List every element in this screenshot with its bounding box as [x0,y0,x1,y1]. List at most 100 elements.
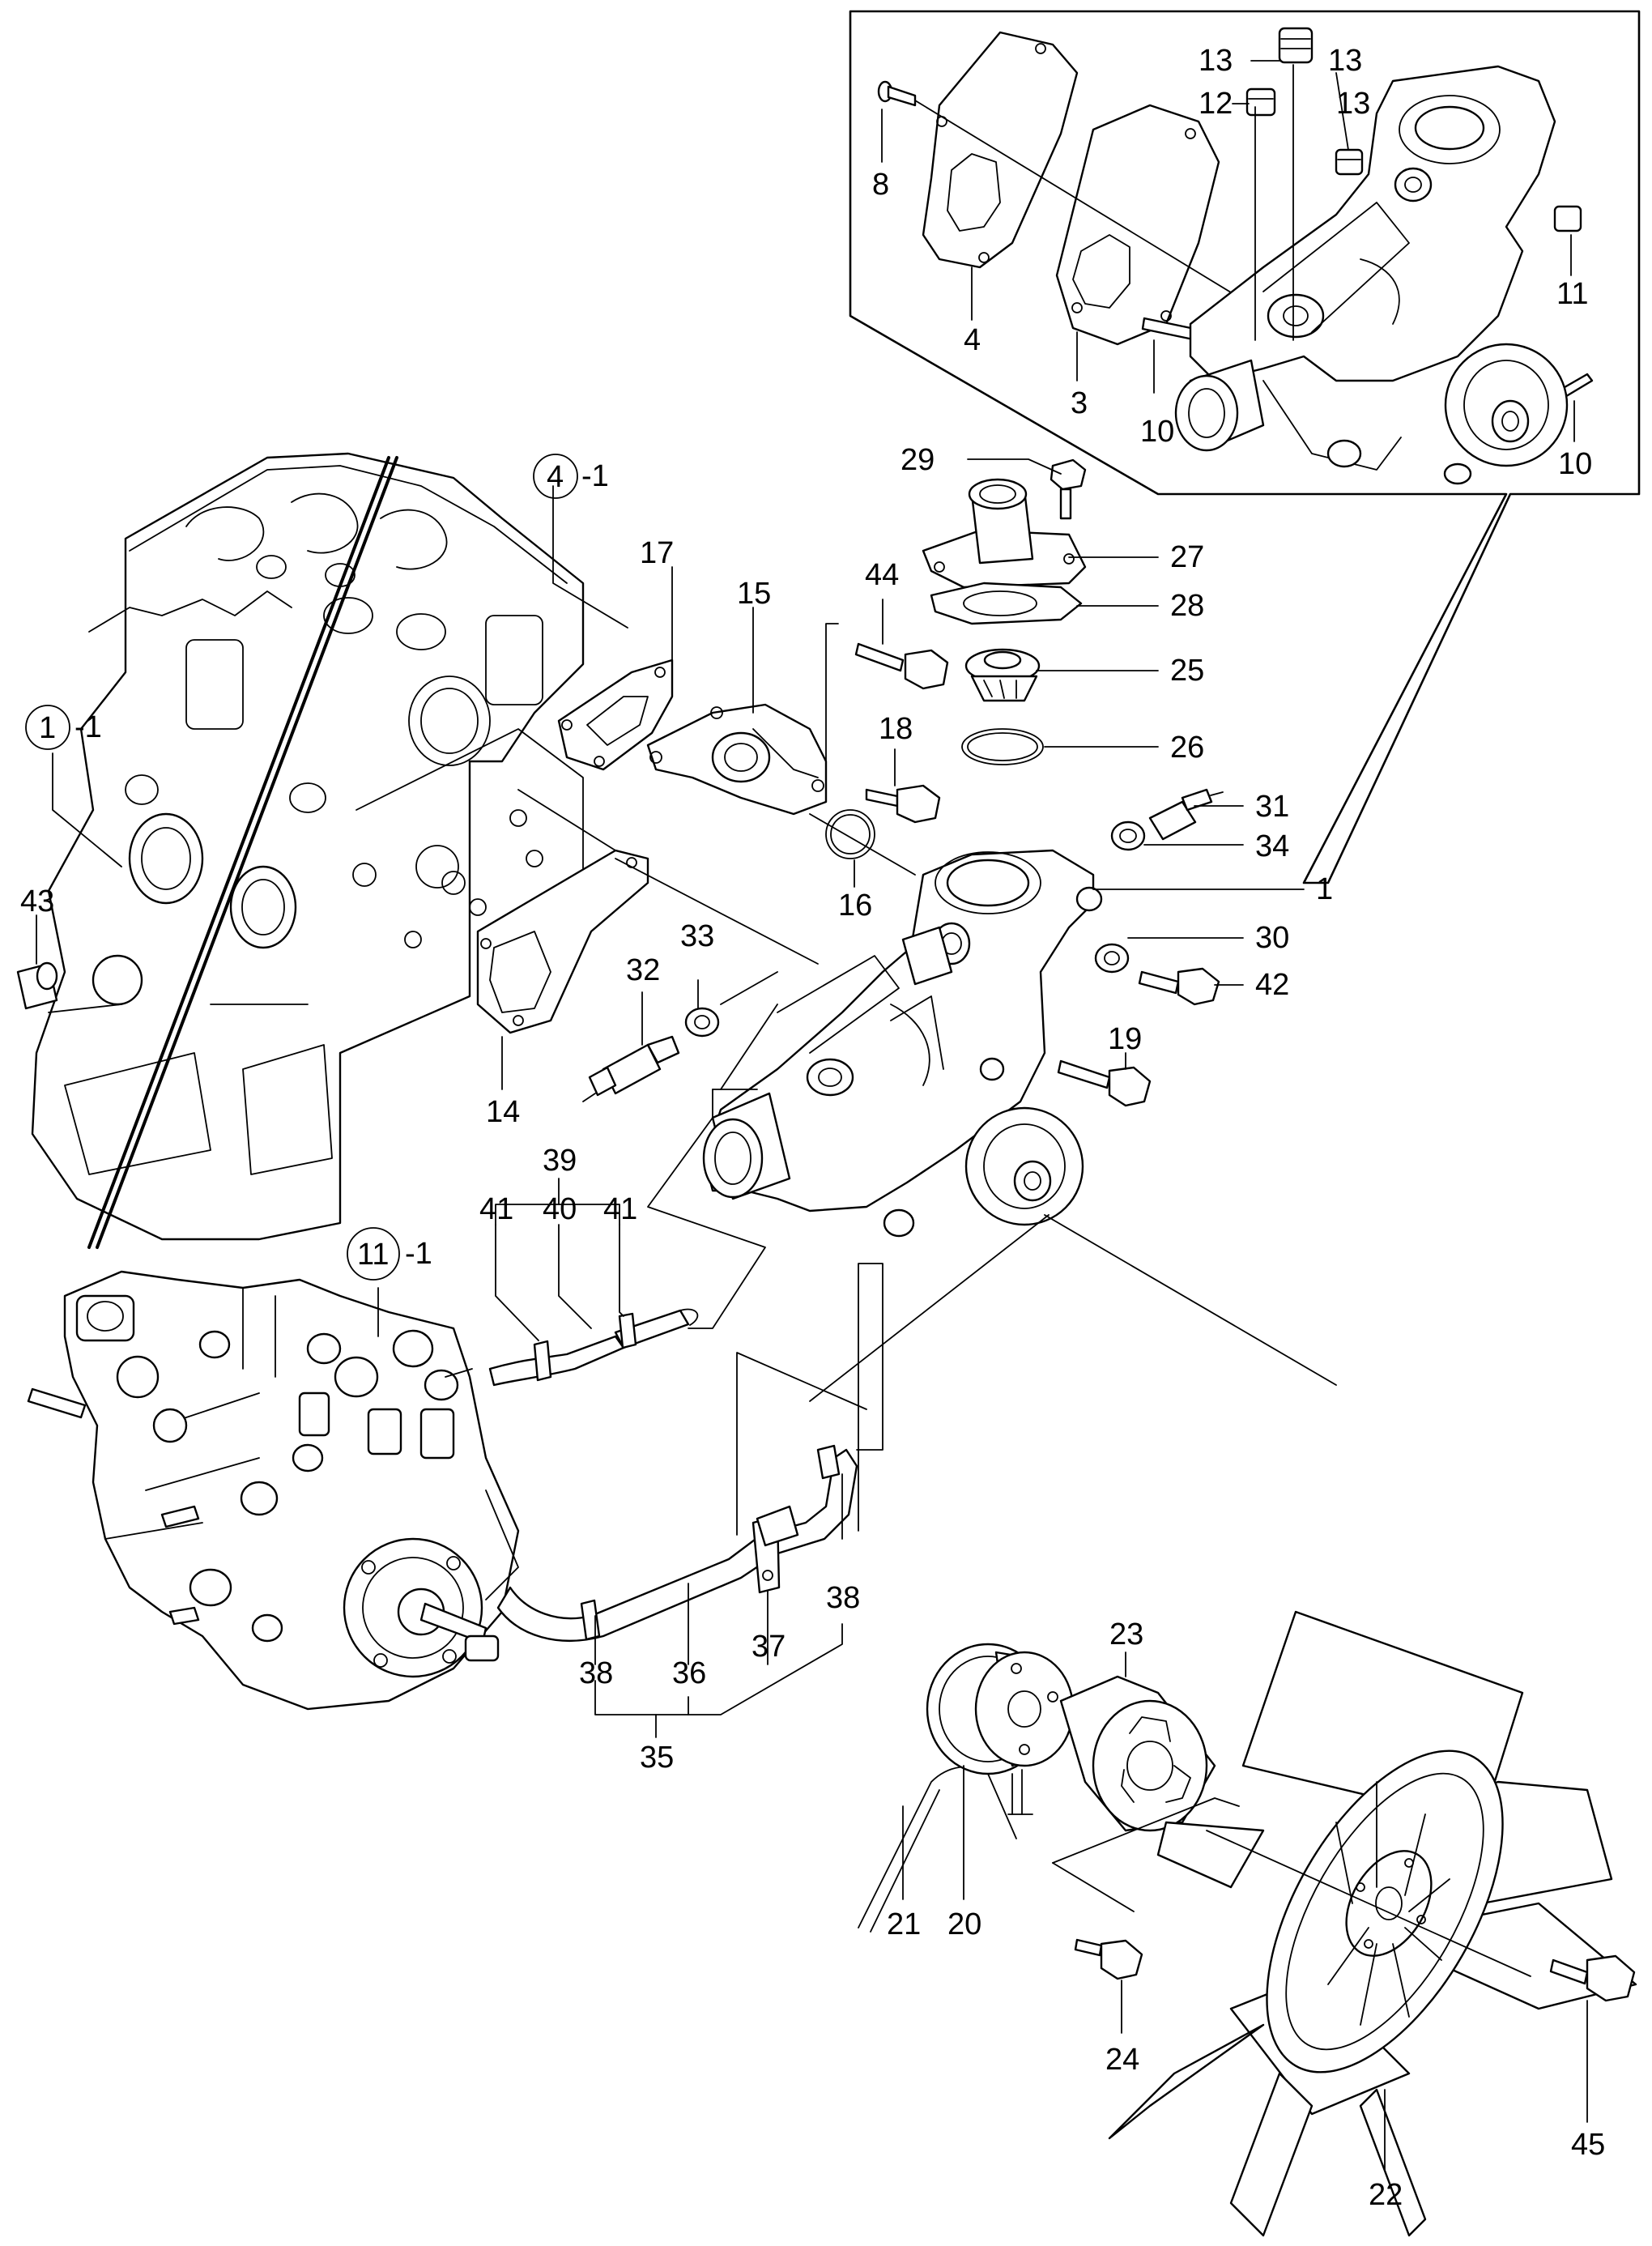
label-1-ref: 1 [39,711,56,745]
label-16: 16 [838,889,872,923]
ref-circle-11 [347,1227,400,1281]
label-40: 40 [543,1192,577,1226]
inset-gasket-3 [1055,104,1220,346]
hose-36 [496,1448,858,1642]
clip-38-right [816,1444,841,1480]
label-13a: 13 [1199,44,1233,78]
labels: 13 13 12 13 8 4 3 10 10 11 29 27 28 25 2… [20,44,1605,2212]
inset-plug-11 [1553,205,1582,232]
label-45: 45 [1571,2128,1605,2162]
label-14: 14 [486,1095,520,1129]
label-34: 34 [1255,829,1289,863]
label-10a: 10 [1140,415,1174,449]
bolt-45 [1549,1954,1636,2002]
label-27: 27 [1170,540,1204,574]
leader-40 [558,1224,592,1329]
label-3: 3 [1071,386,1088,420]
label-39: 39 [543,1144,577,1178]
inset-plug-12 [1245,87,1276,117]
label-35: 35 [640,1741,674,1775]
plug-43 [16,961,58,1010]
gasket-28 [930,582,1083,625]
label-28: 28 [1170,589,1204,623]
label-30: 30 [1255,921,1289,955]
label-24: 24 [1105,2043,1139,2077]
bracket-39 [495,1204,620,1225]
bracket-37 [751,1505,799,1594]
ref-circle-4 [533,454,578,499]
label-41a: 41 [479,1192,513,1226]
bolt-18 [865,784,941,824]
label-20: 20 [947,1907,981,1941]
washer-34 [1110,820,1146,851]
label-1: 1 [1316,872,1333,906]
label-1-suffix: -1 [75,710,102,744]
washer-33 [684,1007,720,1038]
temperature-sender-31 [1148,788,1224,841]
hose-40 [488,1308,699,1387]
inset-plug-13-top [1278,27,1314,64]
bolt-42 [1138,967,1220,1006]
label-12: 12 [1199,87,1233,121]
water-pump-body-1 [702,849,1103,1238]
bracket-35 [594,1623,843,1715]
label-43: 43 [20,884,54,918]
label-11: 11 [1556,277,1588,311]
label-19: 19 [1108,1022,1142,1056]
label-10b: 10 [1558,447,1592,481]
cylinder-block [31,452,585,1249]
water-outlet-27 [922,478,1087,589]
label-8: 8 [872,168,889,202]
gasket-26 [961,728,1044,765]
gasket-14 [476,849,649,1034]
label-32: 32 [626,953,660,987]
label-15: 15 [737,577,771,611]
ref-circle-1 [25,705,70,750]
label-4: 4 [964,323,981,357]
label-38b: 38 [826,1581,860,1615]
label-11-ref: 11 [357,1238,389,1272]
v-belt-21 [858,1766,1017,1933]
leader-41b [619,1224,624,1317]
label-33: 33 [680,919,714,953]
clip-41-right [618,1312,637,1349]
label-36: 36 [672,1656,706,1690]
label-29: 29 [901,443,935,477]
label-11-suffix: -1 [405,1237,432,1271]
bolt-44 [854,642,949,690]
label-44: 44 [865,558,899,592]
leader-1-1 [52,752,122,867]
label-23: 23 [1109,1617,1143,1651]
label-21: 21 [887,1907,921,1941]
inset-plug-13-right [1335,148,1364,176]
label-41b: 41 [603,1192,637,1226]
gasket-17 [557,658,674,771]
bolt-24 [1074,1938,1143,1980]
cooling-fan-22 [1108,1610,1637,2237]
label-13c: 13 [1336,87,1370,121]
label-4-ref: 4 [547,460,564,494]
o-ring-16 [825,809,875,859]
inset-detail-box [849,10,1641,884]
pulley-20 [926,1643,1075,1815]
label-18: 18 [879,712,913,746]
spacer-23 [1059,1675,1216,1832]
injection-pump [27,1270,520,1711]
label-22: 22 [1369,2178,1403,2212]
washer-30 [1094,943,1130,974]
inset-bolt-8 [877,80,917,107]
label-17: 17 [640,536,674,570]
thermostat-housing-15 [646,703,828,816]
label-38a: 38 [579,1656,613,1690]
label-26: 26 [1170,731,1204,765]
label-4-suffix: -1 [581,459,609,493]
label-25: 25 [1170,654,1204,688]
bolt-29 [1050,458,1087,520]
inset-water-pump [1174,65,1569,485]
leader-29 [967,458,1062,475]
oil-sender-32 [582,1035,680,1102]
label-31: 31 [1255,790,1289,824]
leader-41a [495,1224,539,1341]
leader-4-1 [552,485,628,629]
